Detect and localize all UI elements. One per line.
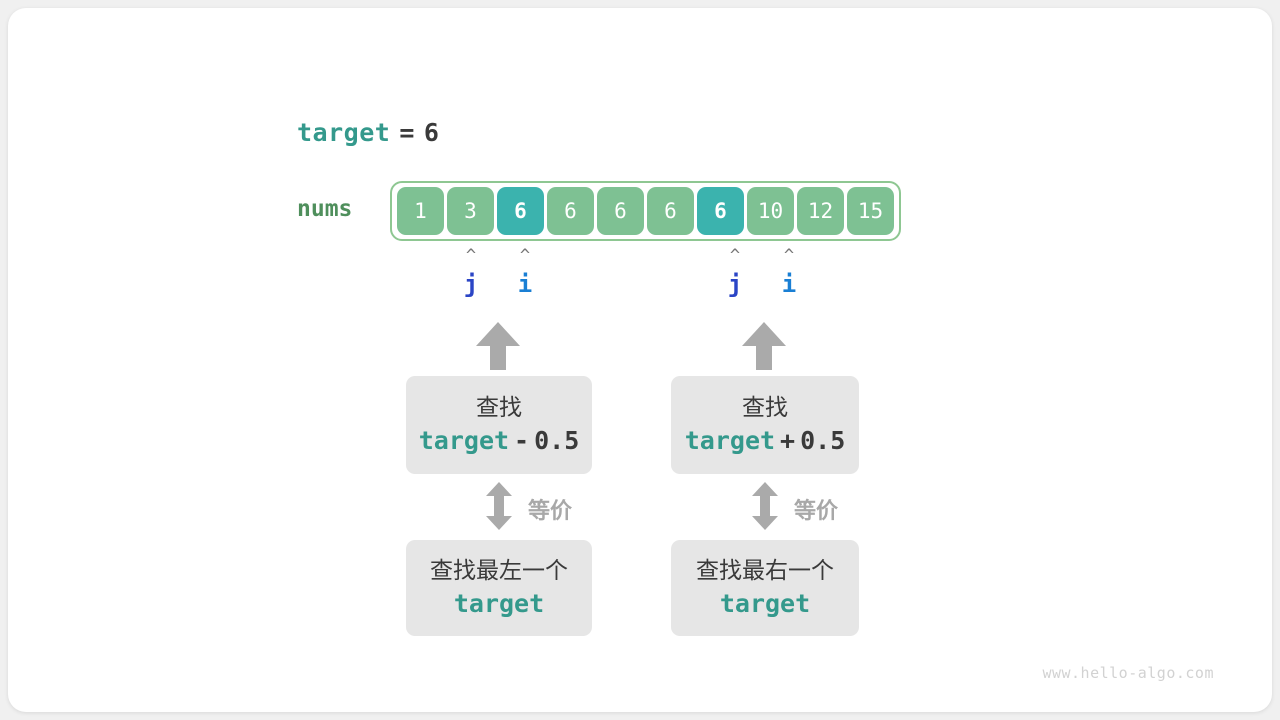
pointer-label: i [781,270,797,298]
pointer-i-left: ^ i [505,246,545,299]
array-cell: 15 [847,187,894,235]
search-box-left-top: 查找 target-0.5 [406,376,592,474]
array-cell: 10 [747,187,794,235]
equivalence-label-left: 等价 [528,499,573,524]
array-cell: 1 [397,187,444,235]
array-container: 1 3 6 6 6 6 6 10 12 15 [390,181,901,241]
pointer-j-right: ^ j [715,246,755,299]
search-box-right-top-line1: 查找 [742,395,788,421]
search-box-left-bottom-line1: 查找最左一个 [430,558,568,584]
expression-operand: 0.5 [534,426,580,455]
search-box-left-top-expression: target-0.5 [419,424,580,458]
figure-card: target = 6 nums 1 3 6 6 6 6 6 10 12 15 ^ j… [8,8,1272,712]
target-value: 6 [423,118,440,147]
array-cell: 3 [447,187,494,235]
search-box-right-top-expression: target+0.5 [685,424,846,458]
expression-term: target [418,426,510,455]
search-box-left-bottom-term: target [453,589,545,618]
expression-term: target [684,426,776,455]
caret-icon: ^ [519,246,531,266]
array-cell: 6 [547,187,594,235]
up-arrow-icon-right [742,322,786,370]
target-declaration: target = 6 [297,118,439,147]
pointer-label: i [517,270,533,298]
expression-operand: 0.5 [800,426,846,455]
double-arrow-icon-right [752,482,778,530]
search-box-right-top: 查找 target+0.5 [671,376,859,474]
search-box-right-bottom-term: target [719,589,811,618]
expression-operator: - [514,426,530,455]
up-arrow-icon-left [476,322,520,370]
expression-operator: + [780,426,796,455]
target-variable-name: target [297,118,391,147]
pointer-i-right: ^ i [769,246,809,299]
caret-icon: ^ [783,246,795,266]
array-cell: 6 [647,187,694,235]
search-box-left-bottom: 查找最左一个 target [406,540,592,636]
equivalence-label-right: 等价 [794,499,839,524]
array-cell: 12 [797,187,844,235]
array-label: nums [297,196,353,222]
search-box-right-bottom: 查找最右一个 target [671,540,859,636]
array-cell: 6 [497,187,544,235]
array-cell: 6 [597,187,644,235]
pointer-label: j [727,270,743,298]
array-cell: 6 [697,187,744,235]
search-box-right-bottom-line1: 查找最右一个 [696,558,834,584]
pointer-j-left: ^ j [451,246,491,299]
pointer-label: j [463,270,479,298]
watermark: www.hello-algo.com [1042,664,1214,682]
equals-sign: = [399,118,415,147]
double-arrow-icon-left [486,482,512,530]
caret-icon: ^ [729,246,741,266]
search-box-left-top-line1: 查找 [476,395,522,421]
caret-icon: ^ [465,246,477,266]
